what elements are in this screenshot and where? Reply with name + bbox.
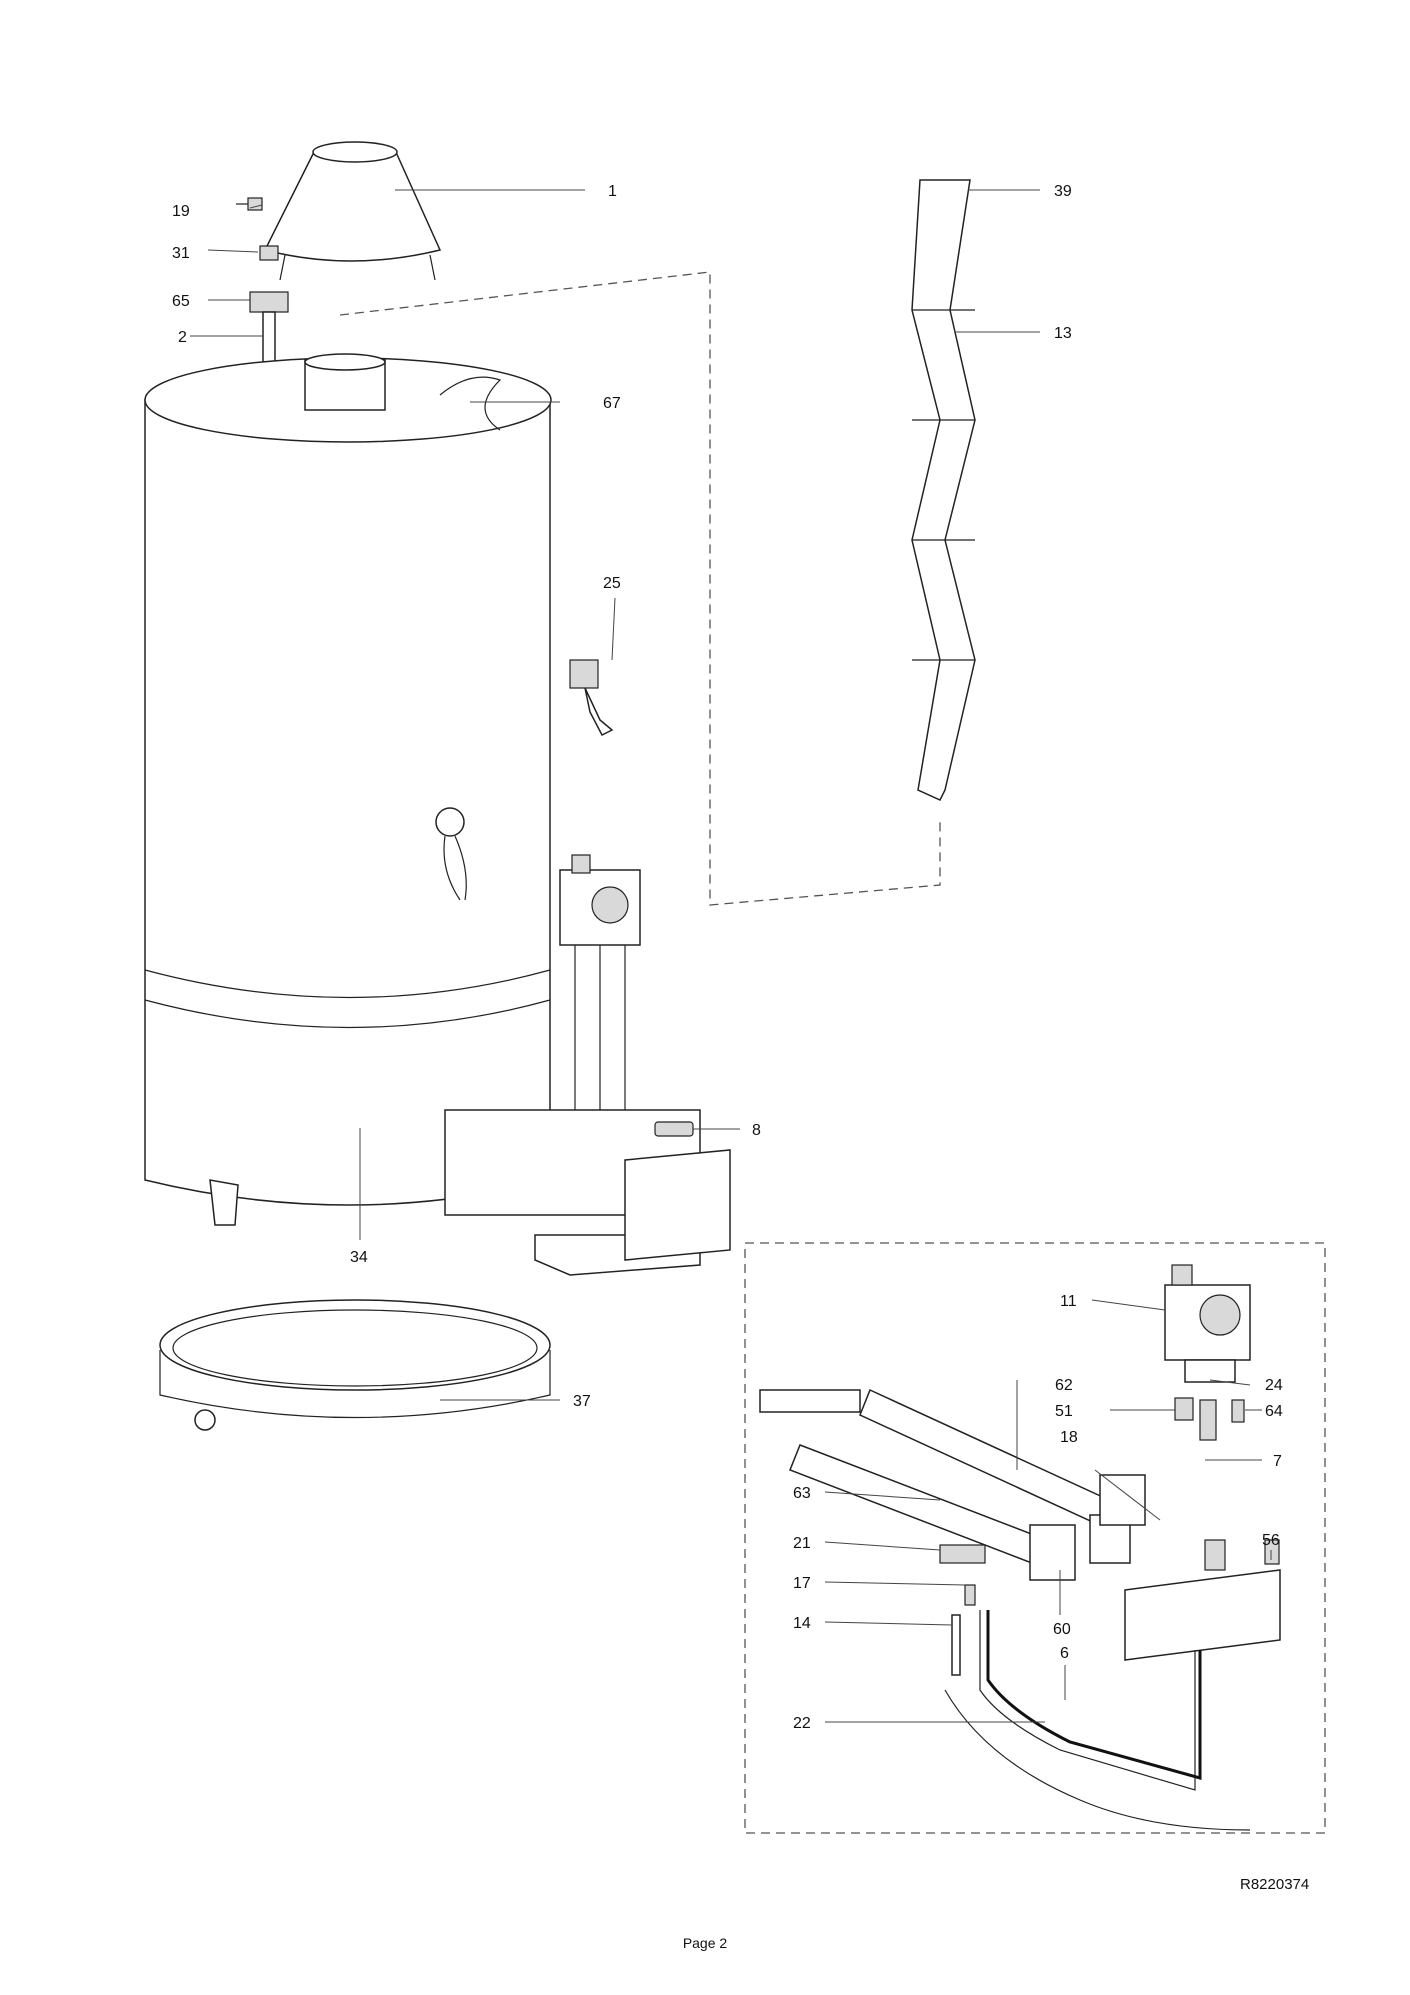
inset-pilot-parts: [939, 1544, 986, 1676]
callout-21: 21: [793, 1535, 811, 1552]
callout-22: 22: [793, 1715, 811, 1732]
callout-24: 24: [1265, 1377, 1283, 1394]
inset-fittings: [1174, 1397, 1280, 1571]
gas-control-assembly: [444, 854, 731, 1276]
flue-hood: [263, 141, 442, 281]
callout-6: 6: [1060, 1645, 1069, 1662]
callout-labels: 1 19 31 65 2 67 39 13 25 8 34 37 11 24 6…: [172, 183, 1283, 1732]
tank-body: [144, 353, 552, 1226]
callout-14: 14: [793, 1615, 811, 1632]
callout-13: 13: [1054, 325, 1072, 342]
callout-64: 64: [1265, 1403, 1283, 1420]
leader-lines: [190, 189, 1272, 1723]
callout-2: 2: [178, 329, 187, 346]
callout-7: 7: [1273, 1453, 1282, 1470]
callout-18: 18: [1060, 1429, 1078, 1446]
callout-67: 67: [603, 395, 621, 412]
callout-63: 63: [793, 1485, 811, 1502]
callout-51: 51: [1055, 1403, 1073, 1420]
callout-25: 25: [603, 575, 621, 592]
callout-60: 60: [1053, 1621, 1071, 1638]
screw-19: [236, 197, 263, 211]
flue-baffle-dashed-link: [339, 271, 941, 906]
base-ring: [159, 1299, 551, 1431]
callout-8: 8: [752, 1122, 761, 1139]
callout-37: 37: [573, 1393, 591, 1410]
callout-11: 11: [1060, 1293, 1077, 1310]
page-number: Page 2: [682, 1935, 728, 1951]
burner-detail-inset: [744, 1242, 1326, 1834]
callout-56: 56: [1262, 1532, 1280, 1549]
drawing-reference: R8220374: [1240, 1876, 1310, 1893]
drain-valve: [569, 659, 614, 737]
flue-baffle: [911, 179, 976, 801]
callout-17: 17: [793, 1575, 811, 1592]
callout-19: 19: [172, 203, 190, 220]
inset-gas-valve: [1164, 1264, 1251, 1383]
callout-34: 34: [350, 1249, 368, 1266]
inset-tubing: [944, 1610, 1251, 1831]
callout-62: 62: [1055, 1377, 1073, 1394]
callout-31: 31: [172, 245, 190, 262]
inset-burners: [759, 1388, 1281, 1661]
pilot-part-8: [654, 1121, 694, 1137]
callout-39: 39: [1054, 183, 1072, 200]
callout-65: 65: [172, 293, 190, 310]
callout-1: 1: [608, 183, 617, 200]
